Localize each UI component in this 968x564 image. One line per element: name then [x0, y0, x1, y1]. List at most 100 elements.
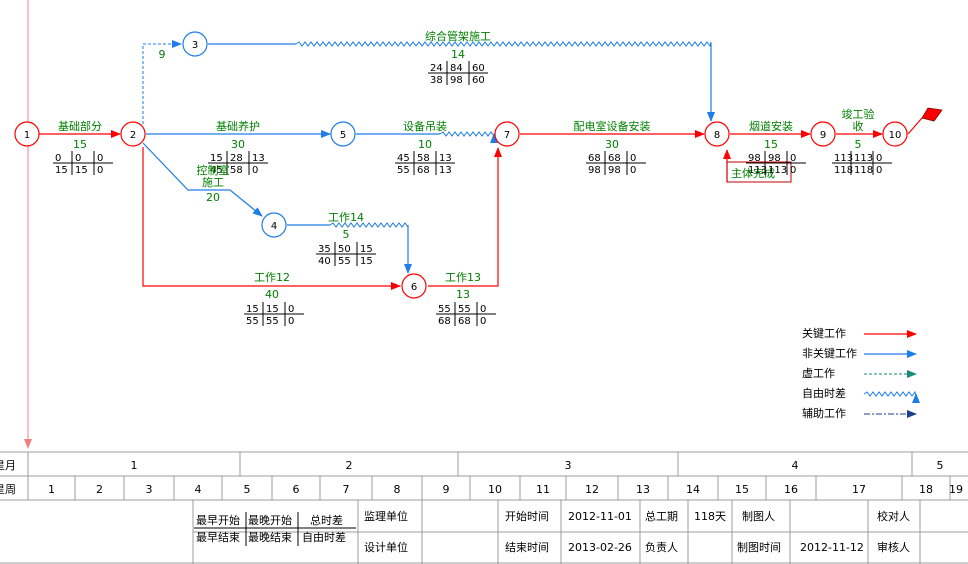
designer-label: 设计单位: [364, 540, 408, 554]
node-3[interactable]: 3: [182, 31, 208, 57]
week-cell: 16: [784, 483, 798, 496]
node-10[interactable]: 10: [882, 121, 908, 147]
param-value: 15: [266, 304, 279, 315]
param-value: 15: [75, 165, 88, 176]
node-4[interactable]: 4: [261, 212, 287, 238]
param-value: 15: [55, 165, 68, 176]
param-value: 0: [480, 316, 486, 327]
key-free-float: 自由时差: [302, 530, 346, 544]
edge-6-7: [428, 147, 502, 287]
supervisor-label: 监理单位: [364, 509, 408, 523]
node-7[interactable]: 7: [494, 121, 520, 147]
label-foundation-curing: 基础养护: [216, 119, 260, 133]
param-value: 0: [97, 153, 103, 164]
legend-critical-label: 关键工作: [802, 326, 846, 340]
svg-text:1: 1: [24, 130, 30, 141]
label-equipment-hoisting: 设备吊装: [403, 119, 447, 133]
param-value: 55: [266, 316, 279, 327]
param-value: 0: [252, 165, 258, 176]
param-value: 55: [458, 304, 471, 315]
key-latest-finish: 最晚结束: [248, 531, 292, 544]
duration-switchroom-install: 30: [605, 138, 619, 151]
param-value: 0: [288, 304, 294, 315]
node-1[interactable]: 1: [14, 121, 40, 147]
node-9[interactable]: 9: [810, 121, 836, 147]
param-value: 68: [588, 153, 601, 164]
param-value: 113: [768, 165, 787, 176]
duration-work13: 13: [456, 288, 470, 301]
duration-foundation-curing: 30: [231, 138, 245, 151]
duration-work12: 40: [265, 288, 279, 301]
node-2[interactable]: 2: [120, 121, 146, 147]
param-value: 118: [834, 165, 853, 176]
month-cell: 5: [937, 459, 944, 472]
edge-2-4: [142, 142, 263, 217]
param-value: 15: [246, 304, 259, 315]
label-foundation: 基础部分: [58, 119, 102, 133]
week-cell: 2: [96, 483, 103, 496]
param-value: 113: [834, 153, 853, 164]
param-value: 40: [318, 256, 331, 267]
key-total-float: 总时差: [310, 513, 343, 527]
month-cell: 2: [346, 459, 353, 472]
key-earliest-start: 最早开始: [196, 513, 240, 527]
param-value: 98: [450, 75, 463, 86]
param-value: 60: [472, 75, 485, 86]
param-value: 13: [439, 165, 452, 176]
param-value: 60: [472, 63, 485, 74]
label-acceptance-line2: 收: [853, 119, 864, 133]
param-value: 50: [338, 244, 351, 255]
param-value: 58: [417, 153, 430, 164]
label-pipe-rack: 综合管架施工: [425, 29, 491, 43]
param-value: 0: [97, 165, 103, 176]
free-float-3-8: [295, 41, 712, 48]
param-value: 68: [438, 316, 451, 327]
reviewer-label: 审核人: [877, 540, 910, 554]
owner-label: 负责人: [645, 540, 678, 554]
node-6[interactable]: 6: [401, 273, 427, 299]
param-value: 55: [246, 316, 259, 327]
svg-text:6: 6: [411, 282, 417, 293]
week-cell: 5: [244, 483, 251, 496]
param-value: 0: [790, 153, 796, 164]
label-work13: 工作13: [445, 271, 481, 284]
end-time-value: 2013-02-26: [568, 541, 632, 554]
param-value: 38: [430, 75, 443, 86]
legend-free-float-line: [863, 390, 920, 403]
svg-text:7: 7: [504, 130, 510, 141]
legend-dummy-label: 虚工作: [802, 367, 835, 380]
duration-dummy-2-3: 9: [159, 48, 166, 61]
param-value: 0: [876, 153, 882, 164]
param-value: 0: [630, 153, 636, 164]
param-value: 15: [360, 244, 373, 255]
finish-flag-pole: [907, 117, 923, 135]
week-row-label: 星周: [0, 483, 16, 496]
week-cell: 12: [585, 483, 599, 496]
param-value: 35: [318, 244, 331, 255]
svg-text:5: 5: [340, 130, 346, 141]
legend-auxiliary-label: 辅助工作: [802, 406, 846, 420]
node-5[interactable]: 5: [330, 121, 356, 147]
duration-flue-install: 15: [764, 138, 778, 151]
week-cell: 13: [636, 483, 650, 496]
draw-time-value: 2012-11-12: [800, 541, 864, 554]
edge-2-6: [142, 147, 401, 290]
param-value: 55: [397, 165, 410, 176]
svg-text:4: 4: [271, 221, 277, 232]
week-cell: 18: [919, 483, 933, 496]
free-float-5-7: [439, 131, 498, 143]
month-cell: 1: [131, 459, 138, 472]
duration-control-room: 20: [206, 191, 220, 204]
week-cell: 1: [48, 483, 55, 496]
label-control-room-line1: 控制室: [197, 163, 230, 177]
node-8[interactable]: 8: [704, 121, 730, 147]
